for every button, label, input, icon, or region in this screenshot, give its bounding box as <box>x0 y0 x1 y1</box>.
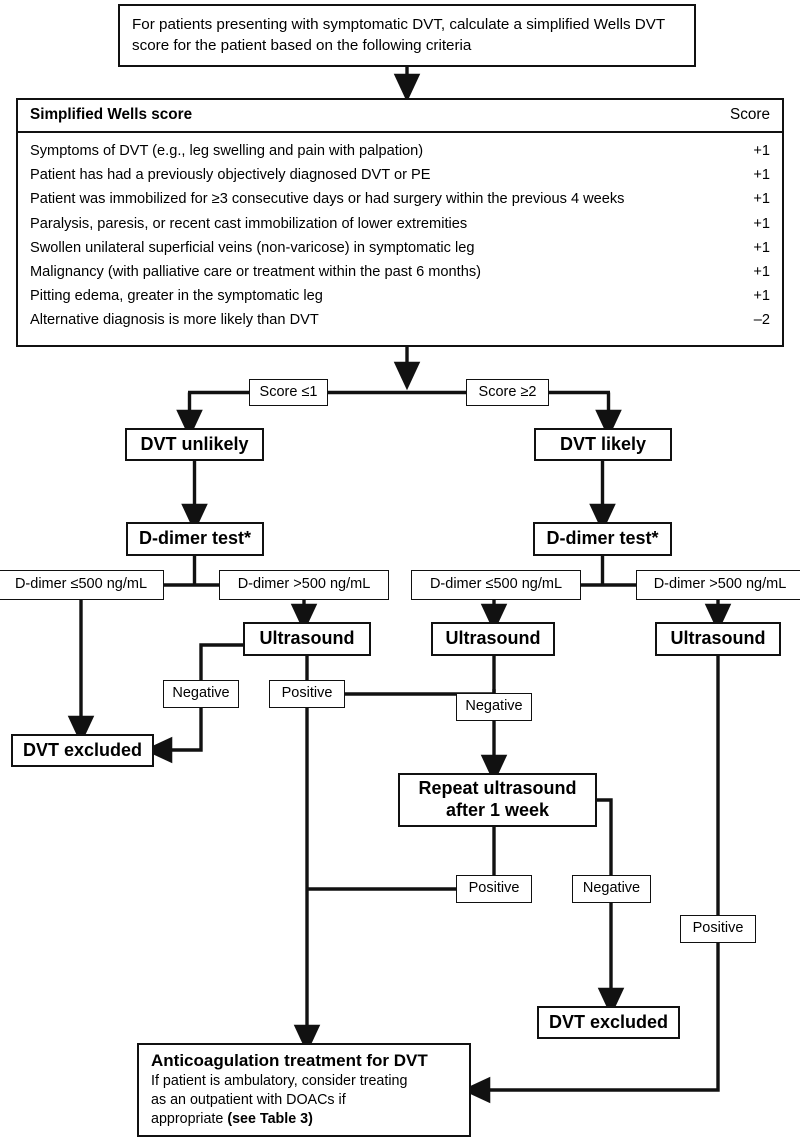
ddimer-low-label-right: D-dimer ≤500 ng/mL <box>411 570 581 600</box>
table-row: Patient was immobilized for ≥3 consecuti… <box>30 187 770 211</box>
table-row: Swollen unilateral superficial veins (no… <box>30 236 770 260</box>
criterion-text: Symptoms of DVT (e.g., leg swelling and … <box>30 143 424 160</box>
wells-table-title: Simplified Wells score <box>30 106 193 123</box>
criterion-text: Alternative diagnosis is more likely tha… <box>30 312 319 329</box>
anticoagulation-body-line1: If patient is ambulatory, consider treat… <box>151 1073 408 1090</box>
criterion-text: Pitting edema, greater in the symptomati… <box>30 288 323 305</box>
wells-table-header: Simplified Wells score Score <box>18 100 782 133</box>
ddimer-low-label-left: D-dimer ≤500 ng/mL <box>0 570 164 600</box>
wells-table-rows: Symptoms of DVT (e.g., leg swelling and … <box>18 133 782 337</box>
positive-label-2: Positive <box>456 875 532 903</box>
ultrasound-box-1: Ultrasound <box>243 622 371 656</box>
dvt-excluded-box-2: DVT excluded <box>537 1006 680 1039</box>
criterion-points: +1 <box>753 143 770 160</box>
criterion-text: Swollen unilateral superficial veins (no… <box>30 239 475 256</box>
criterion-text: Patient was immobilized for ≥3 consecuti… <box>30 191 625 208</box>
intro-text: For patients presenting with symptomatic… <box>132 15 665 54</box>
negative-label-1: Negative <box>163 680 239 708</box>
criterion-points: +1 <box>753 167 770 184</box>
table-row: Symptoms of DVT (e.g., leg swelling and … <box>30 139 770 163</box>
anticoagulation-headline: Anticoagulation treatment for DVT <box>151 1050 428 1070</box>
ddimer-high-label-left: D-dimer >500 ng/mL <box>219 570 389 600</box>
ultrasound-box-2: Ultrasound <box>431 622 555 656</box>
criterion-points: +1 <box>753 264 770 281</box>
table-row: Alternative diagnosis is more likely tha… <box>30 308 770 332</box>
ultrasound-box-3: Ultrasound <box>655 622 781 656</box>
repeat-ultrasound-line1: Repeat ultrasound <box>418 778 577 799</box>
positive-label-3: Positive <box>680 915 756 943</box>
negative-label-2: Negative <box>456 693 532 721</box>
table-row: Pitting edema, greater in the symptomati… <box>30 284 770 308</box>
repeat-ultrasound-box: Repeat ultrasound after 1 week <box>398 773 597 827</box>
score-high-label: Score ≥2 <box>466 379 549 406</box>
criterion-text: Paralysis, paresis, or recent cast immob… <box>30 215 468 232</box>
wells-score-table: Simplified Wells score Score Symptoms of… <box>16 98 784 347</box>
table-row: Paralysis, paresis, or recent cast immob… <box>30 212 770 236</box>
dvt-excluded-box-1: DVT excluded <box>11 734 154 767</box>
dvt-unlikely-box: DVT unlikely <box>125 428 264 461</box>
anticoagulation-body: If patient is ambulatory, consider treat… <box>151 1072 407 1129</box>
dvt-likely-box: DVT likely <box>534 428 672 461</box>
criterion-points: –2 <box>753 312 770 329</box>
negative-label-3: Negative <box>572 875 651 903</box>
criterion-text: Patient has had a previously objectively… <box>30 167 431 184</box>
table-row: Patient has had a previously objectively… <box>30 163 770 187</box>
criterion-points: +1 <box>753 191 770 208</box>
positive-label-1: Positive <box>269 680 345 708</box>
ddimer-high-label-right: D-dimer >500 ng/mL <box>636 570 800 600</box>
anticoagulation-treatment-box: Anticoagulation treatment for DVT If pat… <box>137 1043 471 1137</box>
criterion-points: +1 <box>753 288 770 305</box>
table-row: Malignancy (with palliative care or trea… <box>30 260 770 284</box>
repeat-ultrasound-line2: after 1 week <box>445 800 550 820</box>
criterion-points: +1 <box>753 215 770 232</box>
anticoagulation-table-ref: (see Table 3) <box>227 1111 313 1128</box>
intro-box: For patients presenting with symptomatic… <box>118 4 696 67</box>
ddimer-test-box-left: D-dimer test* <box>126 522 264 556</box>
wells-table-score-header: Score <box>730 106 770 123</box>
score-low-label: Score ≤1 <box>249 379 328 406</box>
ddimer-test-box-right: D-dimer test* <box>533 522 672 556</box>
criterion-text: Malignancy (with palliative care or trea… <box>30 264 481 281</box>
anticoagulation-body-line3: appropriate <box>151 1111 228 1128</box>
anticoagulation-body-line2: as an outpatient with DOACs if <box>151 1092 346 1109</box>
criterion-points: +1 <box>753 239 770 256</box>
